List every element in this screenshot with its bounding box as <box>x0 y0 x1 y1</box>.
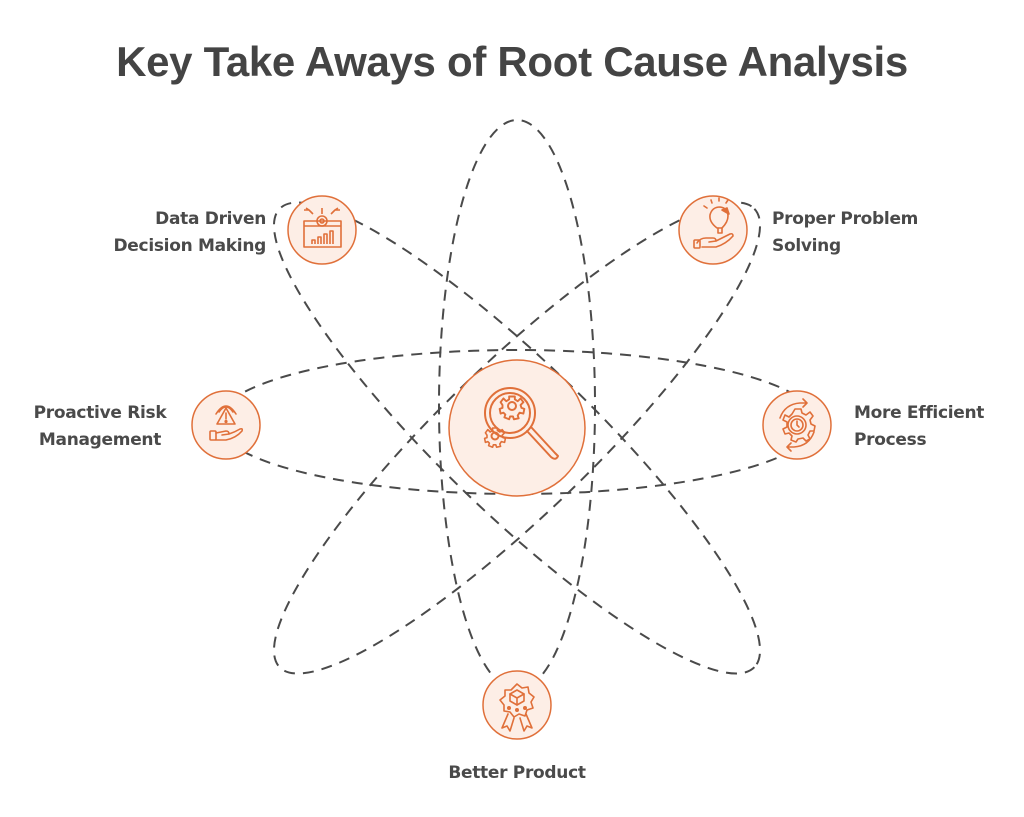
label-line: Solving <box>772 236 841 256</box>
label-line: More Efficient <box>854 403 985 423</box>
label-line: Proper Problem <box>772 209 919 229</box>
node-better-product <box>482 670 552 740</box>
label-line: Proactive Risk <box>33 403 167 423</box>
label-line: Decision Making <box>113 236 267 256</box>
gear-cycle-clock-icon <box>779 398 816 452</box>
label-proactive-risk: Proactive Risk Management <box>20 400 180 454</box>
hand-warning-gear-icon <box>209 405 244 441</box>
page-title: Key Take Aways of Root Cause Analysis <box>116 38 908 85</box>
label-line: Better Product <box>448 763 586 783</box>
magnifier-gears-icon <box>483 387 559 460</box>
label-data-driven: Data Driven Decision Making <box>96 206 267 260</box>
label-line: Process <box>854 430 927 450</box>
label-line: Data Driven <box>155 209 266 229</box>
label-line: Management <box>38 430 162 450</box>
node-data-driven <box>287 195 357 265</box>
label-efficient-process: More Efficient Process <box>854 400 1014 454</box>
node-proper-problem <box>678 195 748 265</box>
node-efficient-process <box>762 390 832 460</box>
node-proactive-risk <box>191 390 261 460</box>
center-hub <box>448 359 586 497</box>
hand-lightbulb-icon <box>693 197 734 249</box>
award-badge-box-icon <box>499 683 535 732</box>
label-proper-problem: Proper Problem Solving <box>772 206 972 260</box>
dashboard-chart-gear-icon <box>303 207 342 248</box>
label-better-product: Better Product <box>417 760 617 787</box>
